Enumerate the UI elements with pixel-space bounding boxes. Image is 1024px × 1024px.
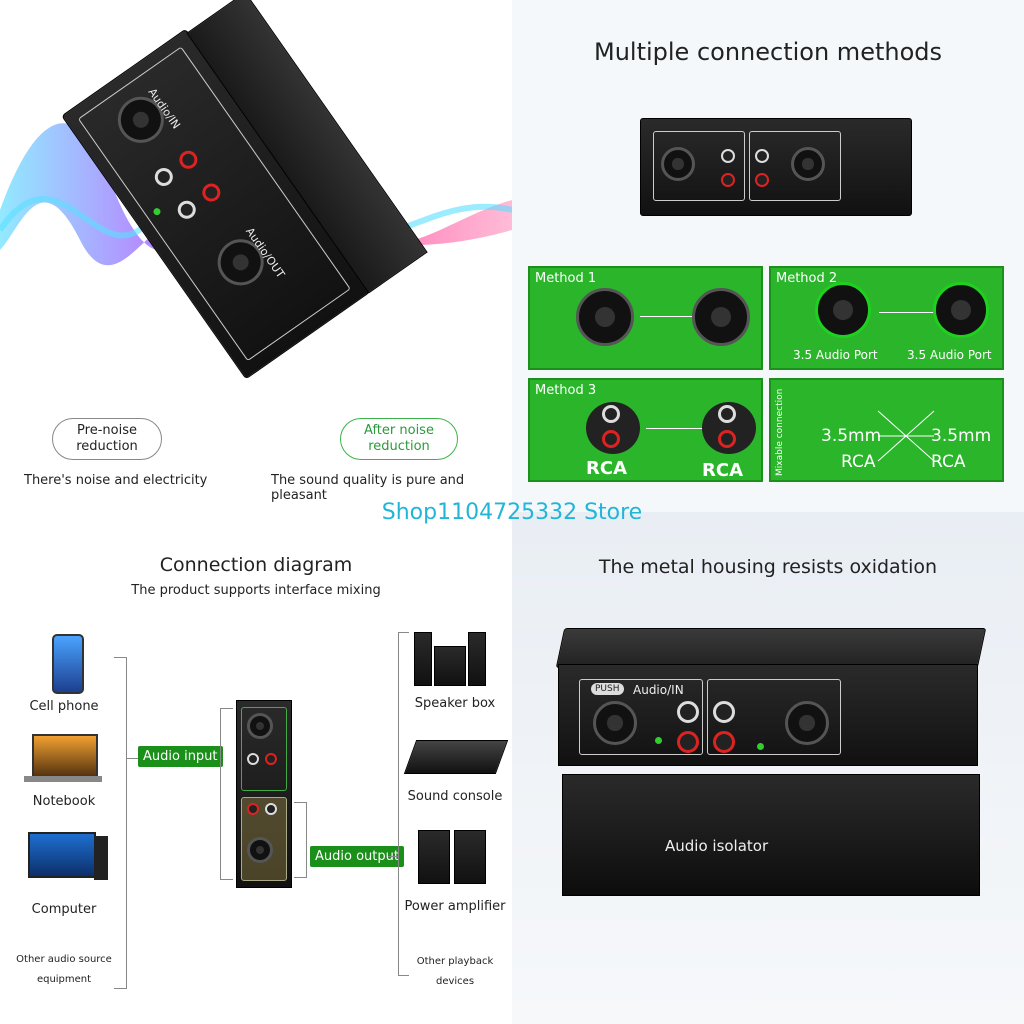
mix-right-2: RCA xyxy=(931,452,966,472)
device-top xyxy=(555,628,987,668)
diagram-title: Connection diagram xyxy=(159,554,353,576)
port-right-label: 3.5 Audio Port xyxy=(907,348,992,362)
after-noise-caption: The sound quality is pure and pleasant xyxy=(271,473,465,503)
isolator-device-vertical xyxy=(236,700,292,888)
store-watermark: Shop1104725332 Store xyxy=(381,500,643,525)
push-label: PUSH xyxy=(591,683,624,695)
rca-icon xyxy=(586,402,640,454)
output-bracket xyxy=(398,632,409,976)
after-noise-pill: After noise reduction xyxy=(340,418,458,460)
method-1-label: Method 1 xyxy=(535,271,597,286)
input-computer: Computer xyxy=(31,902,97,917)
computer-icon xyxy=(28,832,96,878)
method-3-label: Method 3 xyxy=(535,383,597,398)
device-bracket-right xyxy=(294,802,307,878)
xlr-in-jack xyxy=(593,701,637,745)
rca-right-jack xyxy=(677,731,699,753)
rca-left-label: RCA xyxy=(586,458,628,479)
status-led xyxy=(757,743,764,750)
isolator-device-angled: Audio/IN Audio/OUT xyxy=(61,0,439,386)
input-bracket xyxy=(114,657,127,989)
method-1-panel: Method 1 xyxy=(528,266,763,370)
device-bracket-left xyxy=(220,708,233,880)
notebook-icon xyxy=(32,734,98,778)
computer-tower xyxy=(94,836,108,880)
sound-console-icon xyxy=(403,740,509,774)
rca-icon xyxy=(702,402,756,454)
box-label: Audio isolator xyxy=(665,837,769,855)
metal-housing-panel: The metal housing resists oxidation PUSH… xyxy=(512,512,1024,1024)
input-cell-phone: Cell phone xyxy=(29,699,99,714)
mix-left-1: 3.5mm xyxy=(821,426,882,446)
housing-title: The metal housing resists oxidation xyxy=(598,556,938,578)
output-bracket-tick xyxy=(388,856,398,857)
mixable-panel: Mixable connection 3.5mm RCA 3.5mm RCA xyxy=(769,378,1004,482)
isolator-front: PUSH Audio/IN xyxy=(558,664,978,766)
pre-noise-caption: There's noise and electricity xyxy=(24,473,208,488)
connection-diagram-panel: Connection diagram The product supports … xyxy=(0,512,512,1024)
cell-phone-icon xyxy=(52,634,84,694)
method-2-panel: Method 2 3.5 Audio Port 3.5 Audio Port xyxy=(769,266,1004,370)
input-notebook: Notebook xyxy=(32,794,96,809)
method-2-label: Method 2 xyxy=(776,271,838,286)
output-power-amplifier: Power amplifier xyxy=(404,899,506,914)
input-bracket-tick xyxy=(126,758,138,759)
arrow-right-icon xyxy=(640,316,700,317)
port-left-label: 3.5 Audio Port xyxy=(793,348,878,362)
xlr-icon xyxy=(692,288,750,346)
mix-left-2: RCA xyxy=(841,452,876,472)
mixable-label: Mixable connection xyxy=(775,388,785,476)
rca-right-jack xyxy=(713,731,735,753)
arrow-right-icon xyxy=(646,428,702,429)
input-other: Other audio source equipment xyxy=(16,954,112,985)
cross-arrows-icon xyxy=(877,410,935,462)
method-3-panel: Method 3 RCA RCA xyxy=(528,378,763,482)
connection-methods-panel: Multiple connection methods Method 1 Met… xyxy=(512,0,1024,512)
power-amplifier-icon xyxy=(418,830,486,884)
xlr-out-jack xyxy=(785,701,829,745)
diagram-subtitle: The product supports interface mixing xyxy=(131,583,381,598)
output-speaker-box: Speaker box xyxy=(414,696,496,711)
notebook-base xyxy=(24,776,102,782)
output-other: Other playback devices xyxy=(416,956,494,987)
noise-reduction-panel: Audio/IN Audio/OUT Pre-noise reduction A… xyxy=(0,0,512,512)
housing-in-label: Audio/IN xyxy=(633,683,684,697)
speaker-box-icon xyxy=(414,632,486,686)
output-sound-console: Sound console xyxy=(407,789,503,804)
audio-port-icon xyxy=(933,282,989,338)
xlr-icon xyxy=(576,288,634,346)
arrow-right-icon xyxy=(879,312,935,313)
rca-left-jack xyxy=(677,701,699,723)
rca-right-label: RCA xyxy=(702,460,744,481)
audio-input-tag: Audio input xyxy=(138,746,223,767)
audio-output-tag: Audio output xyxy=(310,846,404,867)
status-led xyxy=(655,737,662,744)
pre-noise-pill: Pre-noise reduction xyxy=(52,418,162,460)
audio-port-icon xyxy=(815,282,871,338)
isolator-device xyxy=(640,118,912,216)
mix-right-1: 3.5mm xyxy=(931,426,992,446)
methods-title: Multiple connection methods xyxy=(593,38,942,66)
stacked-box: Audio isolator xyxy=(562,774,980,896)
rca-left-jack xyxy=(713,701,735,723)
